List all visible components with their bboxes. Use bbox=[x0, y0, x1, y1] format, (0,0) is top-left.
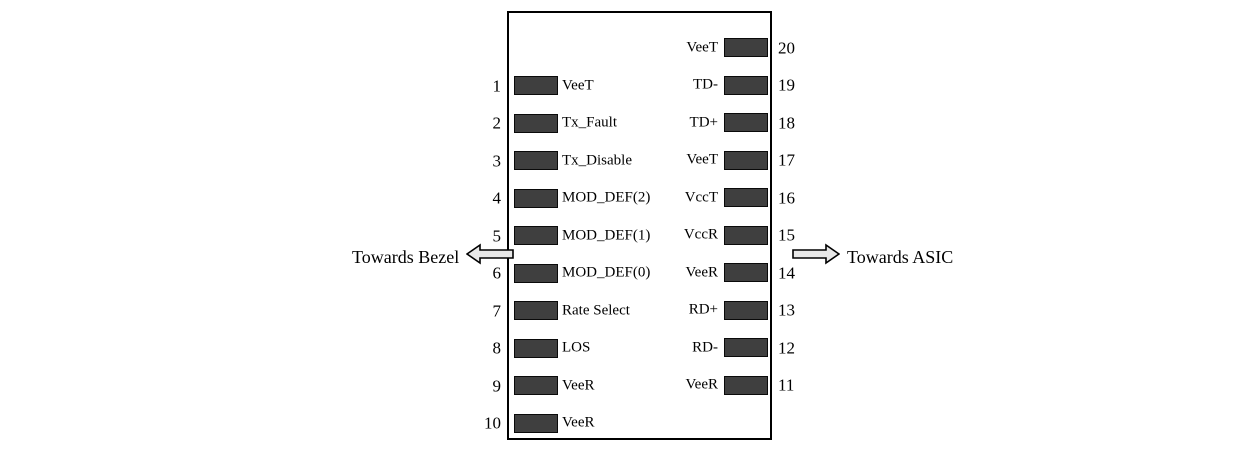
pin-pad bbox=[724, 263, 768, 282]
pin-row: 7 Rate Select bbox=[483, 301, 713, 320]
pin-pad bbox=[724, 338, 768, 357]
pin-number: 8 bbox=[492, 338, 502, 358]
pin-label: VeeT bbox=[562, 77, 594, 93]
pin-row: 12 RD- bbox=[640, 338, 815, 357]
pin-pad bbox=[724, 113, 768, 132]
pin-row: 1 VeeT bbox=[483, 76, 713, 95]
pin-number: 17 bbox=[778, 150, 795, 170]
pin-label: Tx_Disable bbox=[562, 152, 632, 168]
pin-pad bbox=[514, 263, 558, 283]
pin-number: 14 bbox=[778, 263, 795, 282]
pin-pad bbox=[514, 376, 558, 395]
pin-number: 19 bbox=[778, 75, 795, 95]
pin-row: 13 RD+ bbox=[640, 300, 815, 320]
pin-label: VeeR bbox=[685, 264, 719, 280]
pin-pad bbox=[514, 113, 558, 133]
pin-number: 6 bbox=[492, 263, 502, 283]
pin-label: VeeT bbox=[686, 151, 718, 168]
pin-row: 3 Tx_Disable bbox=[483, 151, 713, 170]
pin-number: 9 bbox=[492, 376, 502, 395]
pin-row: 19 TD- bbox=[640, 75, 815, 95]
pin-number: 10 bbox=[484, 413, 501, 433]
pin-row: 14 VeeR bbox=[640, 263, 815, 282]
pin-row: 6 MOD_DEF(0) bbox=[483, 263, 713, 283]
pin-pad bbox=[724, 188, 768, 207]
pin-number: 7 bbox=[492, 301, 502, 320]
pin-number: 1 bbox=[492, 76, 502, 95]
pin-pad bbox=[514, 338, 558, 358]
pin-row: 5 MOD_DEF(1) bbox=[483, 226, 713, 245]
arrow-left-icon bbox=[465, 243, 515, 270]
pin-number: 12 bbox=[778, 338, 795, 357]
pin-label: RD+ bbox=[688, 301, 718, 318]
annotation-towards-asic-label: Towards ASIC bbox=[847, 246, 954, 267]
pin-number: 4 bbox=[492, 188, 502, 208]
arrow-right-icon bbox=[792, 243, 841, 270]
pin-label: VeeR bbox=[562, 414, 595, 431]
pin-label: TD+ bbox=[689, 114, 718, 130]
pin-label: TD- bbox=[693, 76, 718, 93]
pin-label: VeeT bbox=[686, 39, 718, 55]
pin-pad bbox=[514, 188, 558, 208]
pin-row: 10 VeeR bbox=[483, 413, 713, 433]
pin-pad bbox=[724, 150, 768, 170]
pin-label: VccT bbox=[684, 189, 718, 205]
pin-row: 15 VccR bbox=[640, 225, 815, 245]
annotation-towards-bezel: Towards Bezel bbox=[352, 243, 515, 270]
pin-label: LOS bbox=[562, 339, 591, 356]
pin-pad bbox=[724, 225, 768, 245]
pin-label: MOD_DEF(2) bbox=[562, 189, 651, 206]
pin-label: MOD_DEF(1) bbox=[562, 227, 651, 243]
annotation-towards-bezel-label: Towards Bezel bbox=[352, 246, 460, 267]
pin-pad bbox=[724, 375, 768, 395]
annotation-towards-asic: Towards ASIC bbox=[792, 243, 953, 270]
pin-pad bbox=[514, 413, 558, 433]
pin-row: 20 VeeT bbox=[640, 38, 815, 57]
pin-row: 4 MOD_DEF(2) bbox=[483, 188, 713, 208]
pin-row: 2 Tx_Fault bbox=[483, 113, 713, 133]
pin-number: 2 bbox=[492, 113, 502, 133]
pin-number: 15 bbox=[778, 225, 795, 245]
pin-number: 20 bbox=[778, 38, 795, 57]
pin-row: 9 VeeR bbox=[483, 376, 713, 395]
pin-number: 13 bbox=[778, 300, 795, 320]
pin-number: 11 bbox=[778, 375, 795, 395]
pin-row: 8 LOS bbox=[483, 338, 713, 358]
pin-label: MOD_DEF(0) bbox=[562, 264, 651, 281]
pin-label: Rate Select bbox=[562, 302, 630, 318]
pin-row: 11 VeeR bbox=[640, 375, 815, 395]
pin-pad bbox=[724, 75, 768, 95]
pin-row: 17 VeeT bbox=[640, 150, 815, 170]
pin-number: 3 bbox=[492, 151, 502, 170]
pin-pad bbox=[514, 226, 558, 245]
pin-pad bbox=[514, 151, 558, 170]
pin-label: VccR bbox=[683, 226, 718, 243]
pin-pad bbox=[724, 38, 768, 57]
pin-label: Tx_Fault bbox=[562, 114, 617, 131]
pin-pad bbox=[514, 301, 558, 320]
pin-label: VeeR bbox=[685, 376, 719, 393]
pin-number: 18 bbox=[778, 113, 795, 132]
pin-pad bbox=[514, 76, 558, 95]
pin-label: RD- bbox=[692, 339, 718, 355]
pin-row: 16 VccT bbox=[640, 188, 815, 207]
pin-pad bbox=[724, 300, 768, 320]
pin-number: 16 bbox=[778, 188, 795, 207]
pin-row: 18 TD+ bbox=[640, 113, 815, 132]
pin-number: 5 bbox=[492, 226, 502, 245]
pin-label: VeeR bbox=[562, 377, 595, 393]
